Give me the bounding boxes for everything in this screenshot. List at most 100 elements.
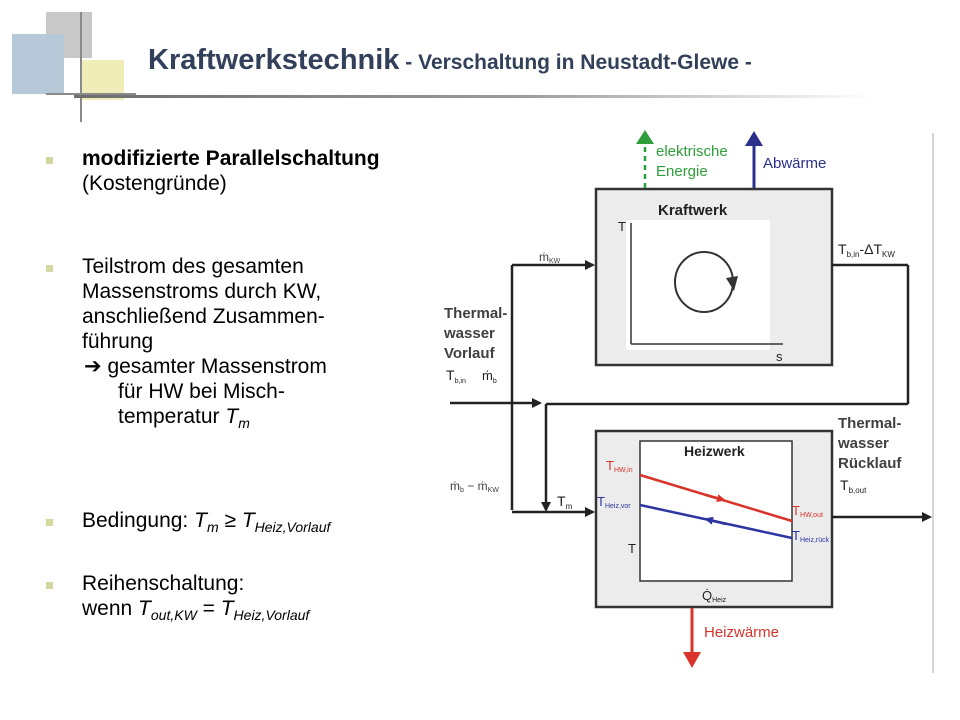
deco-vline (80, 12, 82, 122)
tout-mid: -ΔT (859, 241, 882, 257)
thermalwasser-vorlauf-2: wasser (443, 325, 495, 342)
kraftwerk-diagram-area (626, 220, 770, 350)
mb-sub: b (493, 378, 497, 385)
bullet-4-s2: Heiz,Vorlauf (233, 607, 310, 624)
abwaerme-arrowhead (745, 131, 763, 146)
hw-red-arrow (705, 493, 726, 502)
title-subtitle: - Verschaltung in Neustadt-Glewe - (399, 51, 752, 74)
bullet-marker-1 (46, 157, 53, 164)
bullet-3-prefix: Bedingung: (82, 509, 195, 532)
mdiff-a: ṁ (450, 479, 460, 493)
elec-energy-label-1: elektrische (656, 143, 728, 160)
page-title: Kraftwerkstechnik - Verschaltung in Neus… (148, 44, 752, 77)
thw-in-label: THW,in (606, 458, 633, 474)
right-arrow-icon: ➔ (84, 355, 102, 378)
bullet-4: Reihenschaltung: wenn Tout,KW = THeiz,Vo… (82, 571, 309, 628)
qheiz-sub: Heiz (712, 597, 727, 604)
bullet-4-line2: wenn Tout,KW = THeiz,Vorlauf (82, 596, 309, 628)
bullet-marker-4 (46, 582, 53, 589)
bullet-3-t2: T (241, 509, 255, 532)
bullet-4-op: = (196, 597, 221, 620)
mdot-kw-label: ṁKW (539, 250, 561, 265)
tbin-label: Tb,in (446, 367, 466, 385)
theiz-vor-main: T (597, 494, 605, 509)
bullet-2-temp-sub: m (238, 415, 250, 432)
bullet-marker-3 (46, 519, 53, 526)
bullet-2-temp-prefix: temperatur (118, 405, 226, 428)
mdiff-mid: − ṁ (464, 479, 488, 493)
elec-energy-label-2: Energie (656, 163, 708, 180)
plant-circuit-diagram: Kraftwerk T s Heizwerk THW,in THeiz,vor … (443, 130, 934, 673)
bullet-3: Bedingung: Tm ≥ THeiz,Vorlauf (82, 508, 330, 540)
tout-sub1: b,in (847, 250, 860, 259)
bullet-2-temp-line: temperatur Tm (82, 404, 327, 436)
tout-main: T (838, 241, 847, 257)
corner-decoration (0, 0, 140, 130)
mdot-kw-sub: KW (549, 258, 561, 265)
tm-main: T (557, 493, 566, 509)
bullet-3-s1: m (206, 519, 219, 536)
deco-square-blue (12, 34, 64, 94)
bullet-2-arrow-text: gesamter Massenstrom (107, 355, 327, 378)
bullet-4-line1: Reihenschaltung: (82, 572, 245, 595)
qheiz-main: Q̇ (702, 588, 712, 603)
bullet-3-s2: Heiz,Vorlauf (254, 519, 331, 536)
title-main: Kraftwerkstechnik (148, 44, 400, 76)
hw-axis-t-label: T (628, 541, 636, 556)
bullet-2-line: führung (82, 330, 154, 353)
heizwaerme-label: Heizwärme (704, 624, 779, 641)
tbin-main: T (446, 367, 455, 383)
theiz-vor-label: THeiz,vor (597, 494, 631, 510)
bullet-1-heading: modifizierte Parallelschaltung (82, 147, 380, 170)
theiz-vor-sub: Heiz,vor (605, 503, 631, 510)
thermalwasser-ruecklauf-1: Thermal- (838, 415, 901, 432)
bullet-2-line: Massenstroms durch KW, (82, 280, 322, 303)
theiz-rueck-label: THeiz,rück (792, 528, 830, 544)
abwaerme-label: Abwärme (763, 155, 826, 172)
tout-kw-label: Tb,in-ΔTKW (838, 241, 895, 259)
tbout-label: Tb,out (840, 477, 867, 495)
thw-in-sub: HW,in (614, 467, 633, 474)
bullet-2-line: anschließend Zusammen- (82, 305, 325, 328)
thw-out-label: THW,out (792, 503, 823, 519)
tout-sub2: KW (882, 250, 895, 259)
bullet-3-t1: T (194, 509, 207, 532)
kraftwerk-label: Kraftwerk (658, 202, 728, 219)
bullet-4-prefix: wenn (82, 597, 139, 620)
bullet-2-arrow-line: ➔ gesamter Massenstrom (82, 354, 327, 379)
mdot-kw-main: ṁ (539, 250, 549, 264)
thw-in-main: T (606, 458, 614, 473)
thw-out-main: T (792, 503, 800, 518)
bullet-4-t2: T (220, 597, 234, 620)
bullet-2-temp-symbol: T (225, 405, 239, 428)
qheiz-label: Q̇Heiz (702, 588, 727, 604)
title-divider (74, 95, 874, 98)
tbout-main: T (840, 477, 849, 493)
mdiff-a-sub: b (460, 487, 464, 494)
theiz-rueck-sub: Heiz,rück (800, 537, 830, 544)
bullet-2: Teilstrom des gesamten Massenstroms durc… (82, 254, 327, 436)
bullet-2-line: Teilstrom des gesamten (82, 255, 304, 278)
thermalwasser-vorlauf-3: Vorlauf (444, 345, 496, 362)
hw-blue-arrow (704, 516, 727, 526)
bullet-1-line2: (Kostengründe) (82, 172, 227, 195)
mdiff-label: ṁb − ṁKW (450, 479, 499, 494)
theiz-rueck-main: T (792, 528, 800, 543)
bullet-4-s1: out,KW (150, 607, 197, 624)
kw-axis-t-label: T (618, 219, 626, 234)
kw-axis-s-label: s (776, 349, 783, 364)
heizwaerme-arrowhead (683, 652, 701, 668)
thermalwasser-ruecklauf-3: Rücklauf (838, 455, 902, 472)
deco-hline (46, 93, 136, 95)
tm-label: Tm (557, 493, 573, 511)
thermalwasser-vorlauf-1: Thermal- (444, 305, 507, 322)
thermalwasser-ruecklauf-2: wasser (837, 435, 889, 452)
bullet-3-op: ≥ (218, 509, 242, 532)
mb-label: ṁb (482, 368, 497, 385)
thw-out-sub: HW,out (800, 512, 823, 519)
tm-sub: m (566, 502, 573, 511)
tbin-sub: b,in (455, 378, 466, 385)
tbout-sub: b,out (849, 486, 868, 495)
mb-main: ṁ (482, 368, 493, 383)
bullet-2-indent-line: für HW bei Misch- (118, 380, 285, 403)
